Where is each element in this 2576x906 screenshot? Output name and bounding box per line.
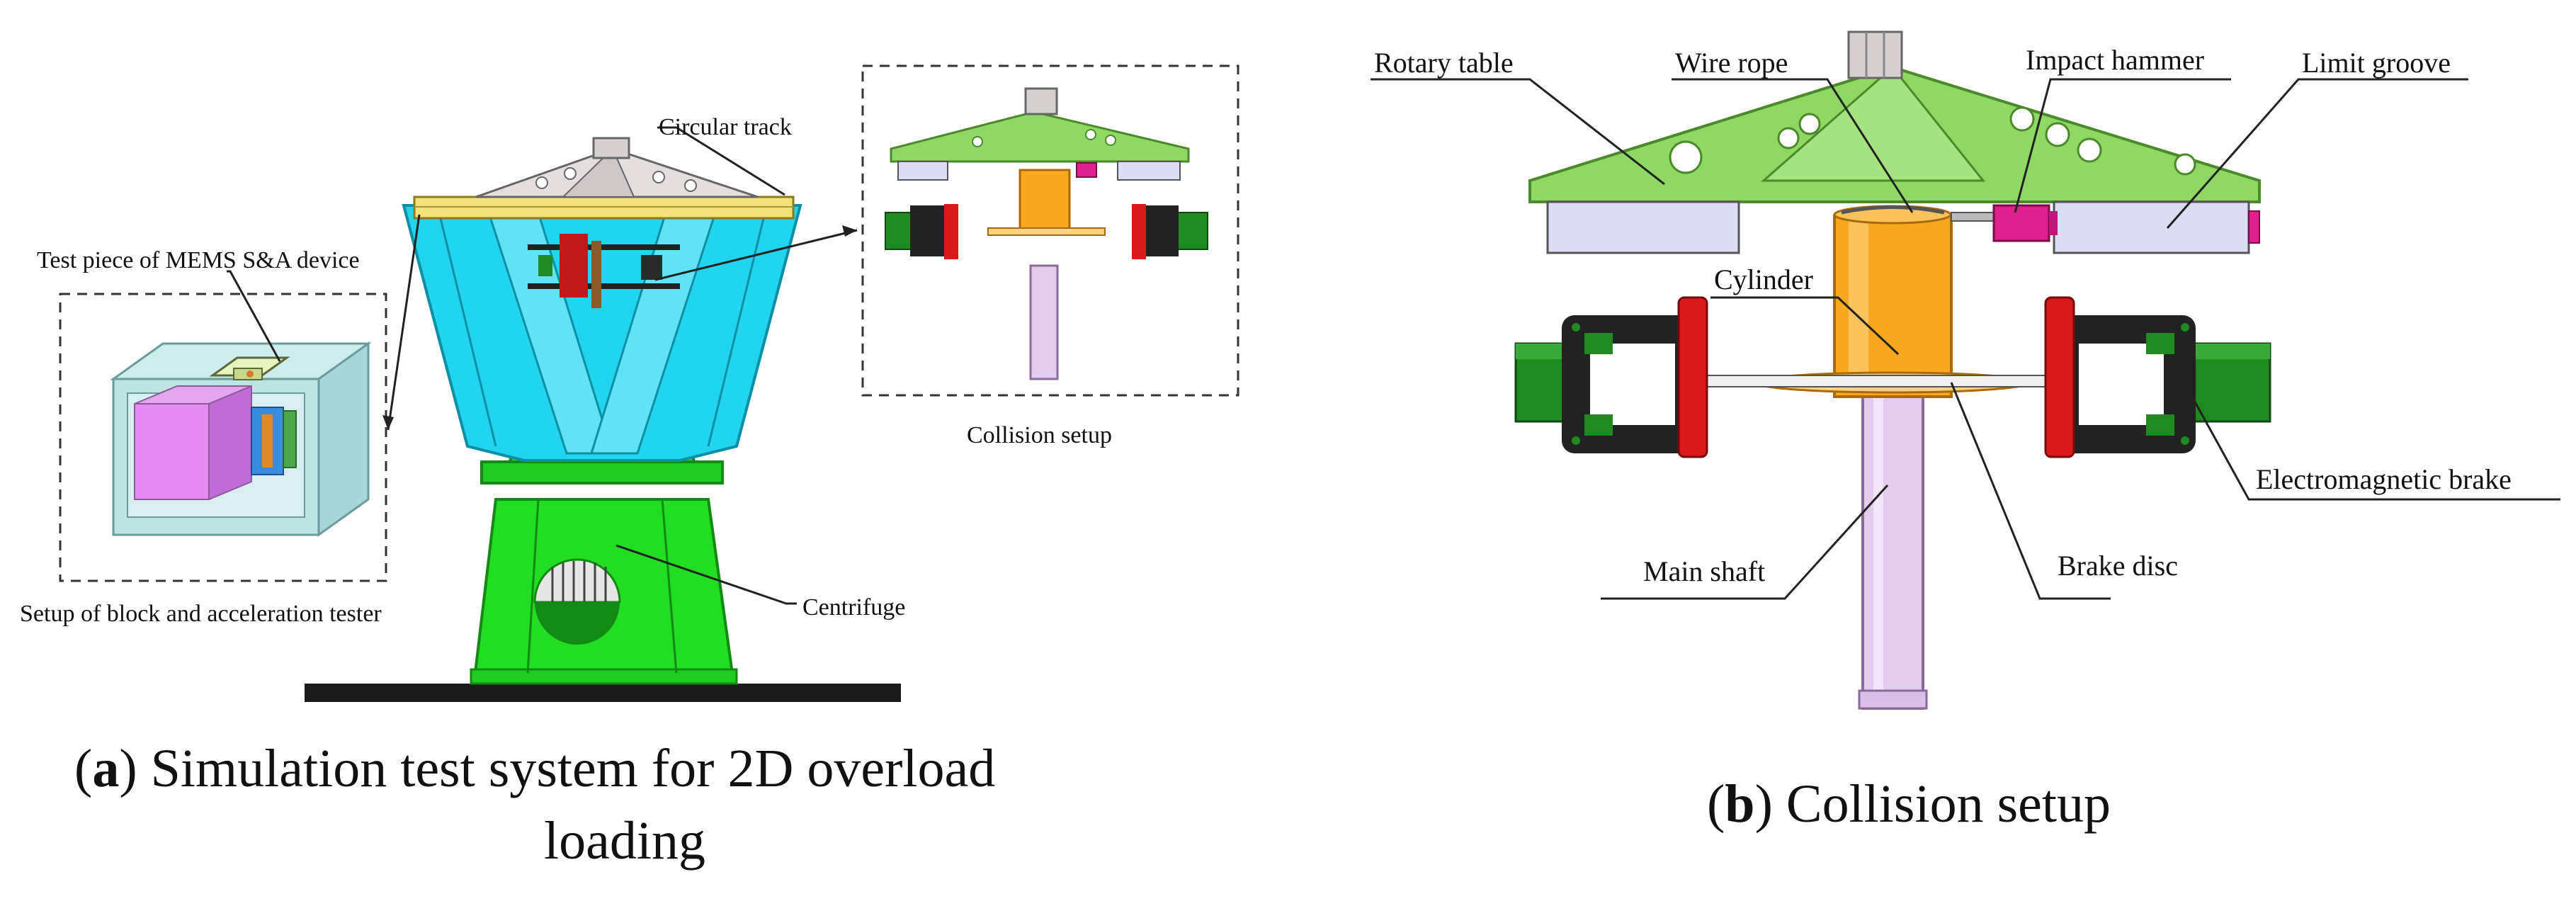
collision-inset-model (885, 87, 1208, 380)
caption-b-text: ) Collision setup (1755, 774, 2111, 834)
leader-limit-groove (2166, 78, 2468, 229)
circular-track (413, 196, 795, 220)
arrowhead-setup (382, 415, 394, 430)
centrifuge-window (533, 558, 621, 645)
wire-rope (1841, 205, 1945, 215)
label-limit-groove: Limit groove (2302, 47, 2451, 79)
cylinder (1833, 205, 1953, 398)
leader-brake-disc (1950, 382, 2111, 600)
leader-impact-hammer (2014, 78, 2231, 213)
label-cylinder: Cylinder (1714, 264, 1813, 295)
main-shaft (1858, 392, 1928, 710)
leader-electromagnetic-brake (2191, 396, 2560, 501)
leader-centrifuge (615, 544, 797, 605)
electromagnetic-brake-right (2044, 296, 2271, 458)
label-rotary-table: Rotary table (1374, 47, 1514, 79)
inner-mechanism (528, 234, 680, 308)
cyan-frame (402, 204, 802, 462)
ground-base (305, 684, 901, 702)
label-electromagnetic-brake: Electromagnetic brake (2256, 463, 2512, 495)
leader-circular-track (657, 126, 785, 196)
label-setup-block: Setup of block and acceleration tester (20, 601, 382, 627)
acceleration-tester-model (110, 341, 372, 537)
label-brake-disc: Brake disc (2058, 550, 2178, 582)
leader-main-shaft (1601, 484, 1889, 600)
label-impact-hammer: Impact hammer (2026, 44, 2204, 76)
leader-cylinder (1710, 296, 1900, 356)
limit-groove-right (2053, 200, 2250, 254)
label-wire-rope: Wire rope (1675, 47, 1788, 79)
caption-a-line1: (a) Simulation test system for 2D overlo… (74, 739, 995, 798)
leader-track-to-collision (654, 229, 858, 281)
caption-b-letter: b (1725, 774, 1754, 834)
label-centrifuge: Centrifuge (802, 594, 905, 621)
panel-a: Circular track Test piece of MEMS S&A de… (20, 64, 1239, 871)
caption-a-text: ) Simulation test system for 2D overload (119, 739, 995, 798)
label-circular-track: Circular track (659, 114, 792, 140)
label-collision-setup: Collision setup (967, 422, 1112, 448)
impact-hammer (1951, 204, 2260, 244)
label-test-piece: Test piece of MEMS S&A device (37, 247, 360, 273)
leader-rotary-table (1371, 78, 1665, 186)
leader-setup-to-track (387, 214, 421, 431)
tester-inset-box (59, 293, 387, 582)
caption-b: (b) Collision setup (1707, 774, 2111, 834)
centrifuge-rotary-table (475, 137, 759, 198)
collision-inset-box (861, 64, 1239, 397)
caption-a-letter: a (92, 739, 119, 798)
label-main-shaft: Main shaft (1643, 555, 1765, 587)
panel-b: Rotary table Wire rope Impact hammer Lim… (1371, 30, 2560, 834)
leader-wire-rope (1672, 78, 1914, 213)
electromagnetic-brake-left (1514, 296, 1708, 458)
arrowhead-collision (842, 225, 857, 237)
leader-test-piece (227, 270, 281, 362)
limit-groove-left (1546, 200, 1740, 254)
brake-disc (1689, 371, 2051, 394)
caption-a-line2: loading (544, 811, 705, 871)
